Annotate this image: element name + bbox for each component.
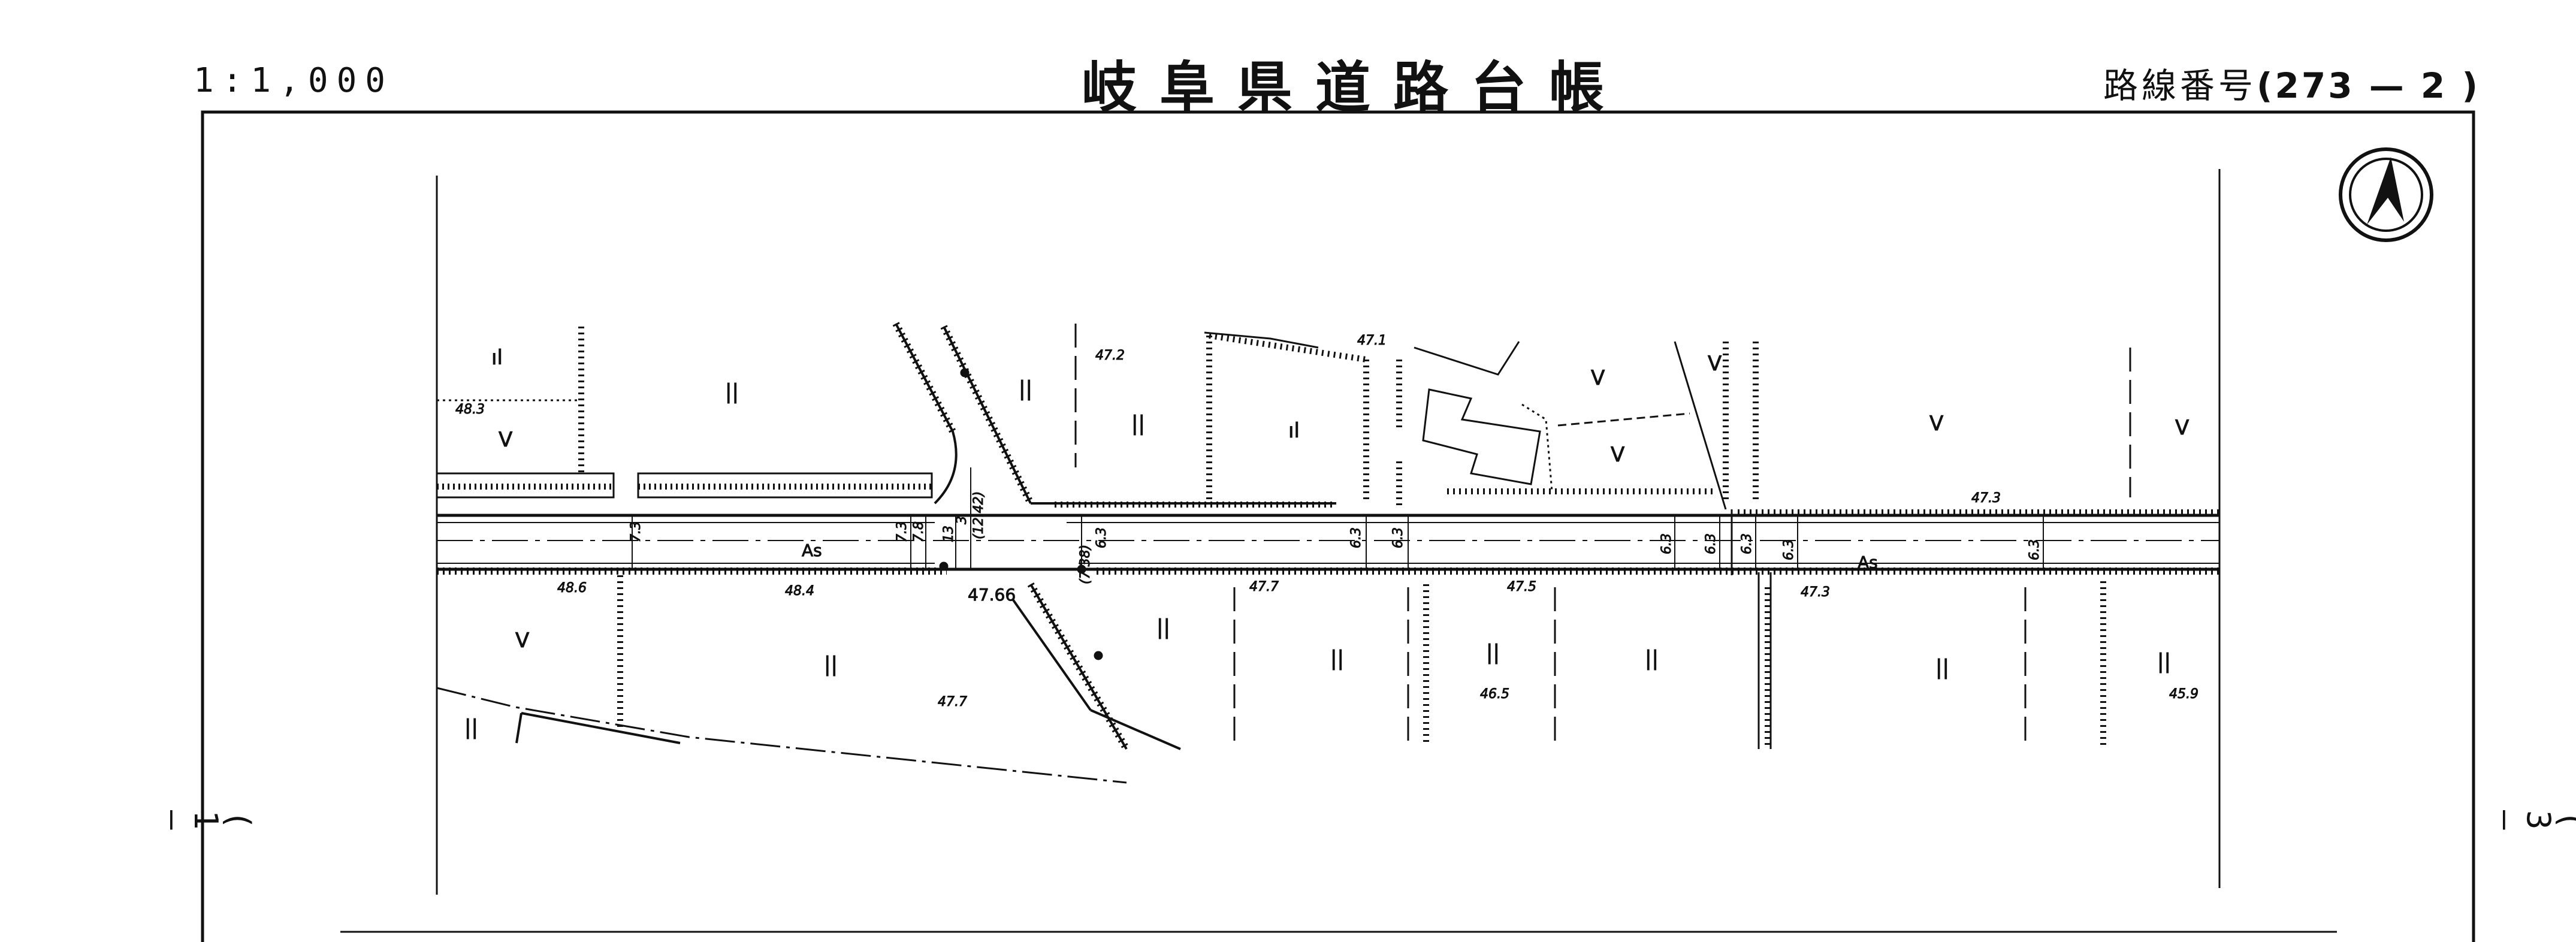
width-label: 7.3	[629, 521, 644, 542]
farm-symbol: V	[1929, 412, 1943, 436]
field-symbol: ||	[1019, 377, 1032, 401]
width-label: 6.3	[1094, 527, 1109, 548]
width-label: 6.3	[2027, 539, 2042, 560]
elevation-label: 47.66	[968, 585, 1016, 605]
width-label: 6.3	[1781, 539, 1796, 560]
map-frame	[201, 110, 2475, 942]
left-sheet-link: ( 1 —	[155, 810, 257, 858]
lot-boundaries	[437, 324, 2131, 749]
elevation-label: 48.6	[557, 581, 587, 596]
elevation-label: 48.4	[785, 584, 814, 599]
north-arrow-icon	[2339, 147, 2433, 242]
main-road	[437, 509, 2219, 575]
elevation-label: 47.1	[1357, 333, 1387, 348]
width-label: 7.8	[911, 521, 926, 542]
width-dimensions	[632, 467, 2044, 569]
pavement-label: As	[802, 541, 822, 560]
width-label: 6.3	[1659, 533, 1674, 554]
elevation-label: 46.5	[1480, 687, 1509, 702]
elevation-label: 47.3	[1971, 491, 2001, 506]
page-title: 岐阜県道路台帳	[1082, 56, 1627, 120]
buildings	[1204, 331, 1714, 506]
side-road-north	[892, 322, 1336, 508]
pavement-label: As	[1858, 552, 1878, 572]
orchard-symbol: ıl	[491, 346, 503, 370]
guard-rail-left	[436, 472, 933, 499]
field-symbol: ||	[824, 653, 838, 677]
width-label: 6.3	[1349, 527, 1364, 548]
elevation-label: 47.5	[1507, 579, 1536, 594]
field-symbol: ||	[1935, 656, 1949, 680]
width-label: 7.3	[895, 521, 910, 542]
field-symbol: ||	[1330, 647, 1344, 671]
farm-symbol: V	[515, 629, 529, 653]
elevation-label: 47.7	[938, 695, 967, 709]
width-label: (7.38)	[1078, 545, 1093, 584]
elevation-label: 47.3	[1801, 585, 1830, 600]
elevation-label: 45.9	[2169, 687, 2198, 702]
fence-lines	[578, 327, 2106, 749]
route-number-value: (273 — 2 )	[2256, 65, 2480, 106]
farm-symbol: V	[1591, 366, 1605, 390]
field-symbol: ||	[1645, 647, 1659, 671]
width-label: 13	[941, 526, 956, 542]
farm-symbol: V	[2175, 416, 2189, 440]
field-symbol: ||	[725, 380, 739, 404]
field-symbol: ||	[1486, 641, 1500, 665]
elevation-label: 48.3	[455, 402, 485, 417]
map-scale: 1:1,000	[194, 61, 394, 100]
width-label: 6.3	[1704, 533, 1719, 554]
width-label: 6.3	[1740, 533, 1754, 554]
width-label: (12.42)	[971, 491, 986, 539]
width-label: 6.3	[1391, 527, 1406, 548]
farm-symbol: V	[1708, 352, 1722, 376]
field-symbol: ||	[1156, 615, 1170, 639]
farm-symbol: V	[1611, 443, 1624, 467]
route-number-label: 路線番号	[2103, 65, 2257, 106]
orchard-symbol: ıl	[1288, 419, 1300, 443]
boundary-line	[436, 687, 1127, 784]
land-use-symbols: ıl ıl || || || || || || || || || || || V…	[464, 346, 2190, 740]
junction-lines	[1674, 341, 1772, 749]
field-symbol: ||	[1131, 412, 1145, 436]
right-sheet-link: ( 3 —	[2487, 810, 2576, 858]
farm-symbol: V	[499, 428, 512, 452]
elevation-label: 47.2	[1095, 348, 1125, 363]
field-symbol: ||	[464, 715, 478, 739]
field-symbol: ||	[2157, 650, 2171, 674]
elevation-label: 47.7	[1249, 579, 1279, 594]
width-label: 3	[955, 516, 970, 524]
route-number: 路線番号(273 — 2 )	[2103, 58, 2480, 108]
side-road-south	[939, 561, 1181, 751]
